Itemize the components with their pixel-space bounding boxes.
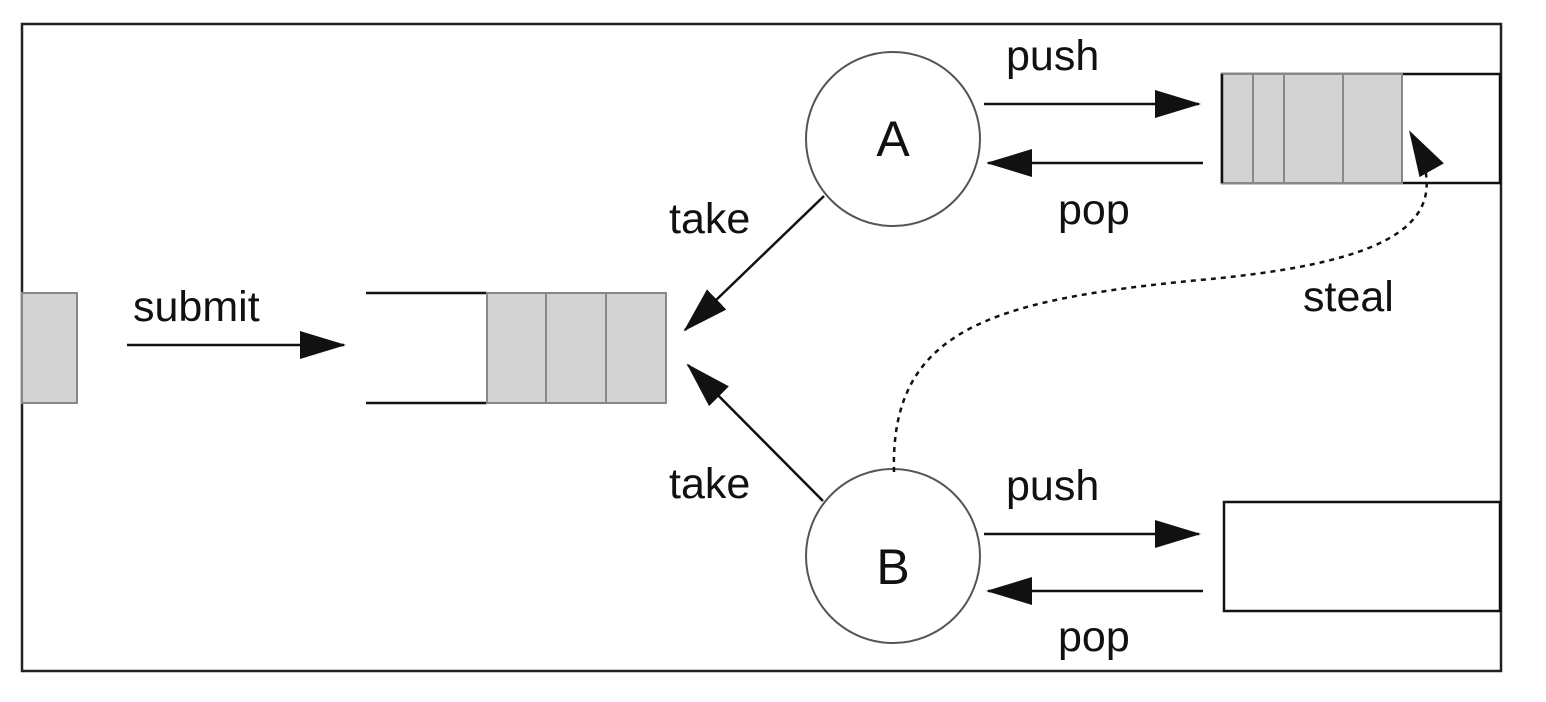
push-label-b: push (1006, 462, 1099, 510)
steal-arrow (892, 130, 1444, 473)
take-arrow-b (686, 363, 824, 502)
deque-slot (1221, 73, 1254, 184)
steal-label: steal (1303, 273, 1394, 321)
submission-queue (366, 291, 667, 405)
pop-label-a: pop (1058, 186, 1130, 234)
deque-slot (1283, 73, 1344, 184)
worker-b-label: B (876, 539, 909, 595)
submit-label: submit (133, 283, 260, 331)
take-label-b: take (669, 460, 750, 508)
take-arrow-a (683, 195, 825, 332)
queue-slot (605, 292, 667, 404)
incoming-task (21, 292, 78, 404)
queue-slot (486, 292, 547, 404)
worker-a-label: A (876, 111, 910, 167)
deque-slot (1252, 73, 1285, 184)
deque-slot (1342, 73, 1403, 184)
push-label-a: push (1006, 32, 1099, 80)
queue-slot (545, 292, 607, 404)
take-label-a: take (669, 195, 750, 243)
worker-b-deque (1222, 500, 1502, 613)
pop-label-b: pop (1058, 613, 1130, 661)
worker-a-node (805, 51, 981, 227)
worker-a-deque (1220, 72, 1502, 185)
